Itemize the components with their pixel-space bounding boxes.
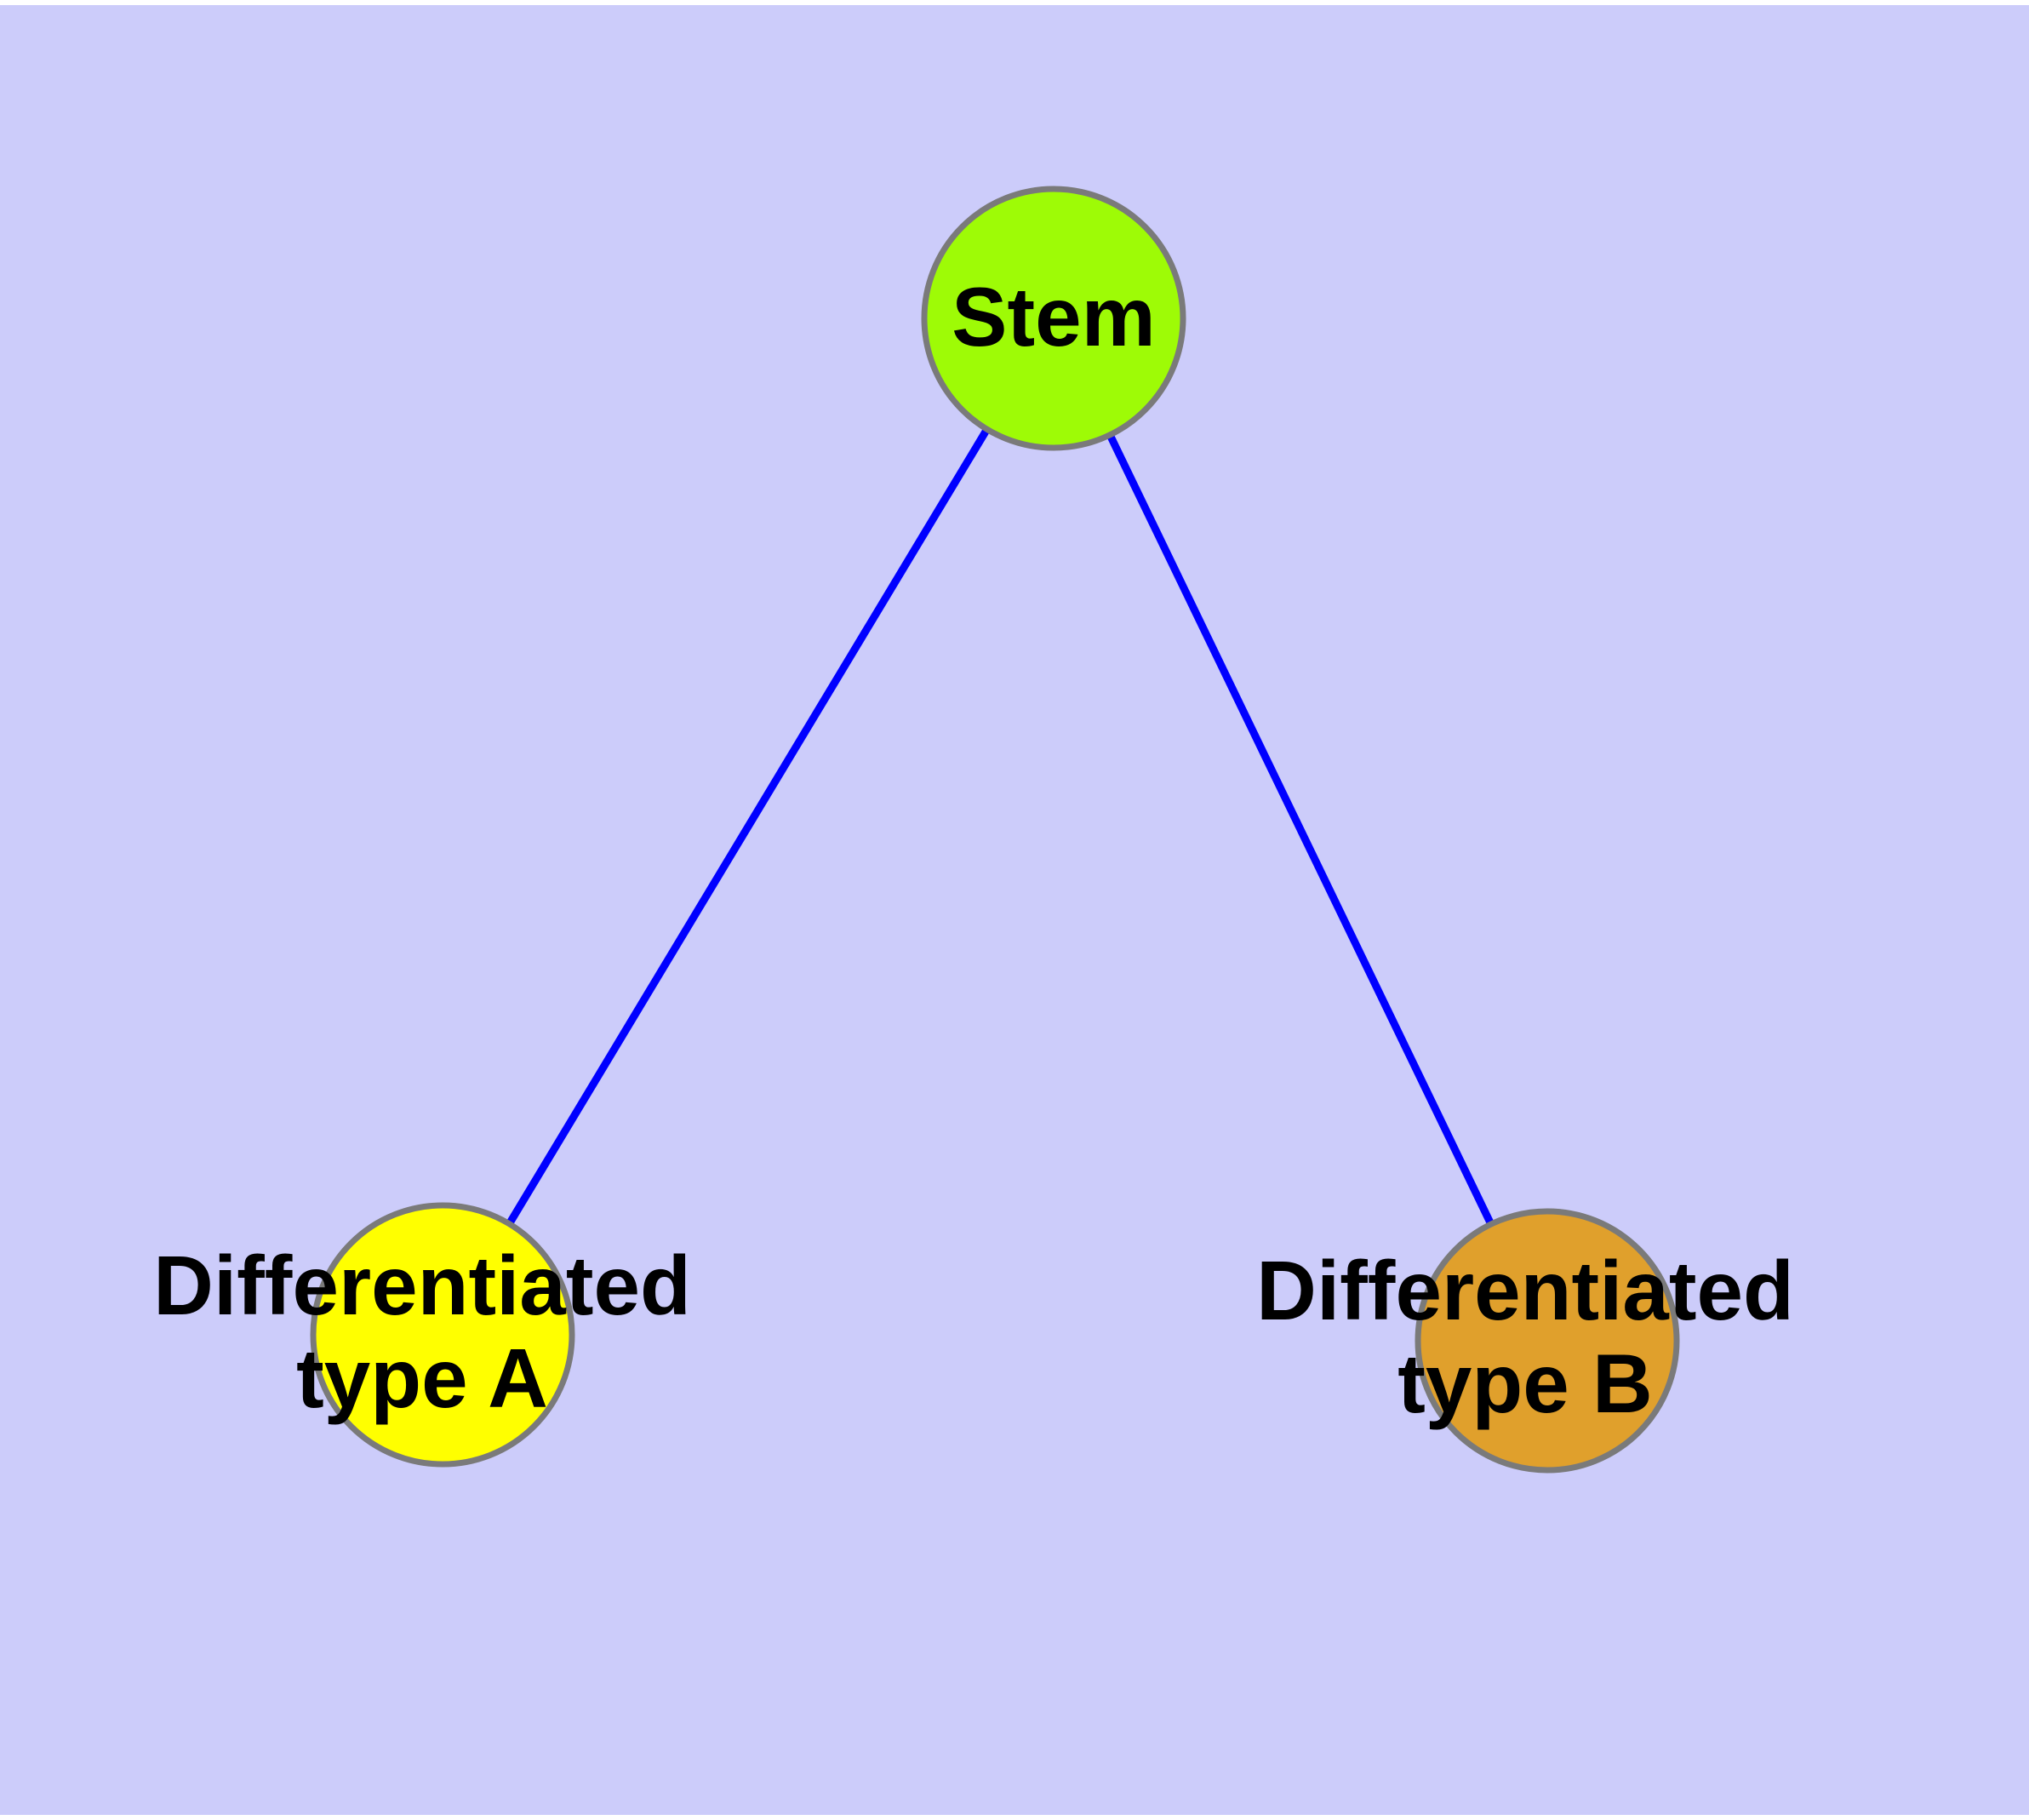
node-type-a-label-line1: Differentiated bbox=[153, 1239, 691, 1332]
node-type-b-label-line1: Differentiated bbox=[1256, 1244, 1794, 1337]
node-label-group: Stem Differentiated type A Differentiate… bbox=[153, 270, 1794, 1430]
node-type-a-circle[interactable] bbox=[310, 1202, 575, 1468]
node-group bbox=[310, 186, 1680, 1474]
edge-stem-to-type-a[interactable] bbox=[439, 316, 1057, 1337]
node-stem-label: Stem bbox=[952, 270, 1156, 363]
edge-group bbox=[439, 316, 1552, 1342]
edge-stem-to-type-b[interactable] bbox=[1049, 317, 1552, 1342]
node-stem-circle[interactable] bbox=[921, 186, 1186, 451]
node-type-b-label-line2: type B bbox=[1397, 1336, 1653, 1430]
node-type-a-label-line2: type A bbox=[296, 1331, 548, 1425]
node-type-b-circle[interactable] bbox=[1415, 1208, 1680, 1474]
